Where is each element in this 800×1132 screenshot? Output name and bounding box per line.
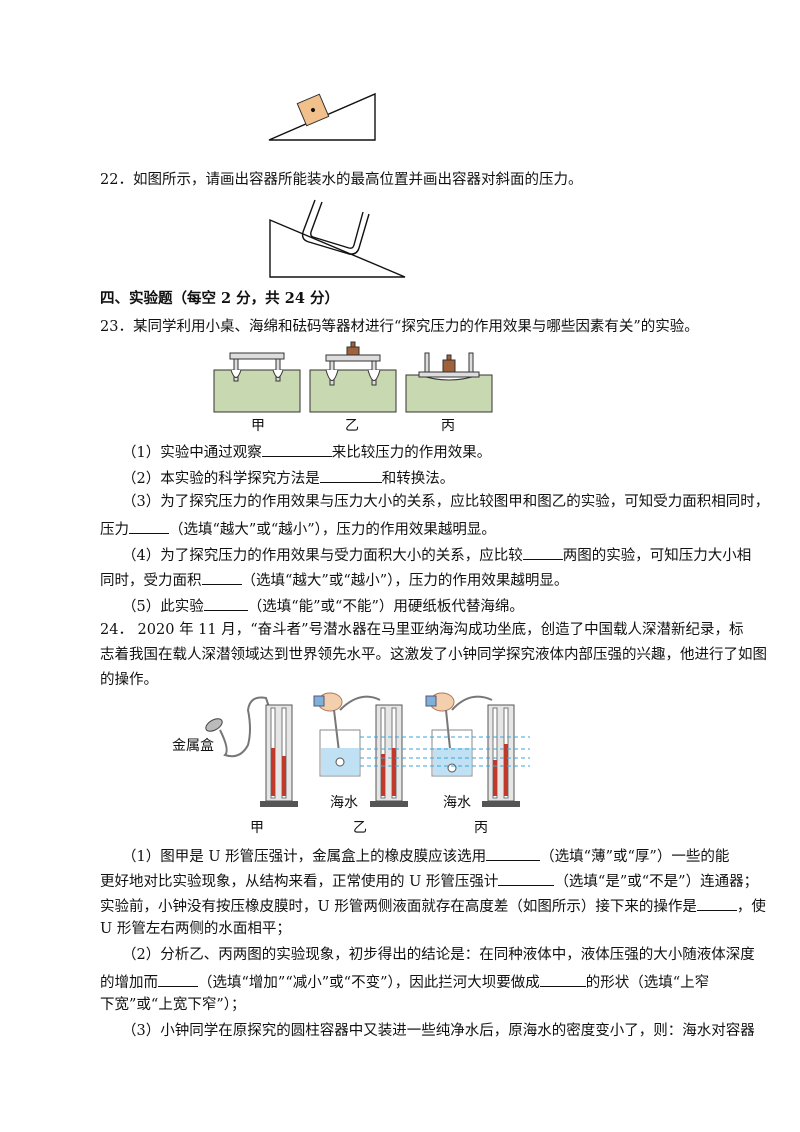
answer-blank[interactable] <box>201 568 242 585</box>
u-tube-pressure-figure <box>205 692 530 807</box>
q24-part1-line3: 实验前，小钟没有按压橡皮膜时，U 形管两侧液面就存在高度差（如图所示）接下来的操… <box>100 894 766 917</box>
answer-blank[interactable] <box>522 543 563 560</box>
fig24-label-yi: 乙 <box>353 820 367 836</box>
q23-part4-line2: 同时，受力面积（选填“越大”或“越小”），压力的作用效果越明显。 <box>100 568 568 591</box>
answer-blank[interactable] <box>319 466 382 483</box>
answer-blank[interactable] <box>261 440 332 457</box>
q22-text: 22．如图所示，请画出容器所能装水的最高位置并画出容器对斜面的压力。 <box>100 172 583 188</box>
q23-part3-line1: （3）为了探究压力的作用效果与压力大小的关系，应比较图甲和图乙的实验，可知受力面… <box>122 494 770 510</box>
q24-part2-line2: 的增加而（选填“增加”“减小”或“不变”），因此拦河大坝要做成的形状（选填“上窄 <box>100 970 709 993</box>
answer-blank[interactable] <box>539 970 586 987</box>
hand-icon <box>313 692 343 712</box>
q23-part3-line2: 压力（选填“越大”或“越小”），压力的作用效果越明显。 <box>100 517 496 540</box>
metal-box-label: 金属盒 <box>172 738 214 754</box>
sponge-experiment-figure <box>213 341 493 413</box>
seawater-label-bing: 海水 <box>443 795 471 811</box>
q24-part1-line4: U 形管左右两侧的水面相平； <box>100 921 291 937</box>
q23-stem: 23．某同学利用小桌、海绵和砝码等器材进行“探究压力的作用效果与哪些因素有关”的… <box>100 319 699 335</box>
seawater-label-yi: 海水 <box>330 795 358 811</box>
fig23-label-bing: 丙 <box>441 418 455 434</box>
q23-part4-line1: （4）为了探究压力的作用效果与受力面积大小的关系，应比较两图的实验，可知压力大小… <box>122 543 751 566</box>
answer-blank[interactable] <box>158 970 198 987</box>
q24-part1-line2: 更好地对比实验现象，从结构来看，正常使用的 U 形管压强计（选填“是”或“不是”… <box>100 869 758 892</box>
answer-blank[interactable] <box>696 894 737 911</box>
q24-stem-line2: 志着我国在载人深潜领域达到世界领先水平。这激发了小钟同学探究液体内部压强的兴趣，… <box>100 647 767 663</box>
fig24-label-jia: 甲 <box>250 820 264 836</box>
q24-part1-line1: （1）图甲是 U 形管压强计，金属盒上的橡皮膜应该选用（选填“薄”或“厚”）一些… <box>122 844 729 867</box>
container-on-incline-figure <box>269 199 406 278</box>
fig23-label-yi: 乙 <box>345 418 359 434</box>
answer-blank[interactable] <box>486 844 541 861</box>
fig23-label-jia: 甲 <box>251 418 265 434</box>
hand-icon <box>425 692 455 712</box>
section-heading: 四、实验题（每空 2 分，共 24 分） <box>100 290 339 307</box>
answer-blank[interactable] <box>498 869 555 886</box>
answer-blank[interactable] <box>129 517 169 534</box>
incline-block-figure <box>268 92 376 141</box>
q23-part5: （5）此实验（选填“能”或“不能”）用硬纸板代替海绵。 <box>122 594 524 617</box>
q23-part1: （1）实验中通过观察来比较压力的作用效果。 <box>122 440 491 463</box>
metal-box-icon <box>205 696 271 758</box>
q24-part3-line1: （3）小钟同学在原探究的圆柱容器中又装进一些纯净水后，原海水的密度变小了，则：海… <box>122 1023 755 1039</box>
q24-stem-line1: 24． 2020 年 11 月，“奋斗者”号潜水器在马里亚纳海沟成功坐底，创造了… <box>100 622 744 638</box>
q24-part2-line3: 下宽”或“上宽下窄”）； <box>100 997 246 1013</box>
q23-part2: （2）本实验的科学探究方法是和转换法。 <box>122 466 454 489</box>
q24-part2-line1: （2）分析乙、丙两图的实验现象，初步得出的结论是：在同种液体中，液体压强的大小随… <box>122 947 755 963</box>
q24-stem-line3: 的操作。 <box>100 672 158 688</box>
fig24-label-bing: 丙 <box>474 820 488 836</box>
answer-blank[interactable] <box>203 594 248 611</box>
